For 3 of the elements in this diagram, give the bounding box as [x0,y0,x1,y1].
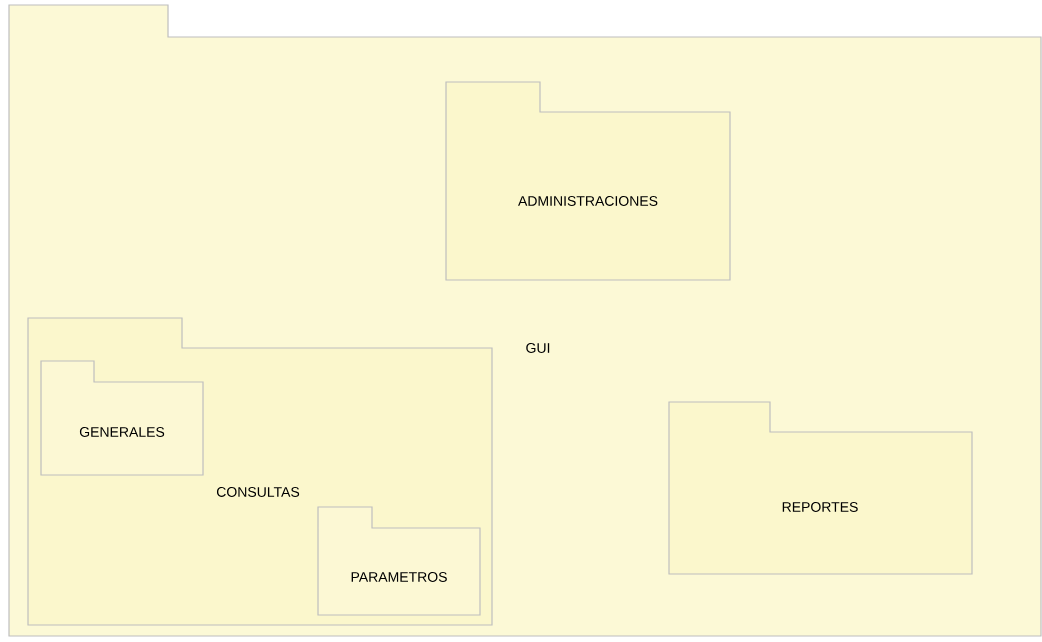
package-box: PARAMETROS [317,506,481,616]
package-box: REPORTES [668,401,973,575]
package-box: GENERALES [40,360,204,476]
